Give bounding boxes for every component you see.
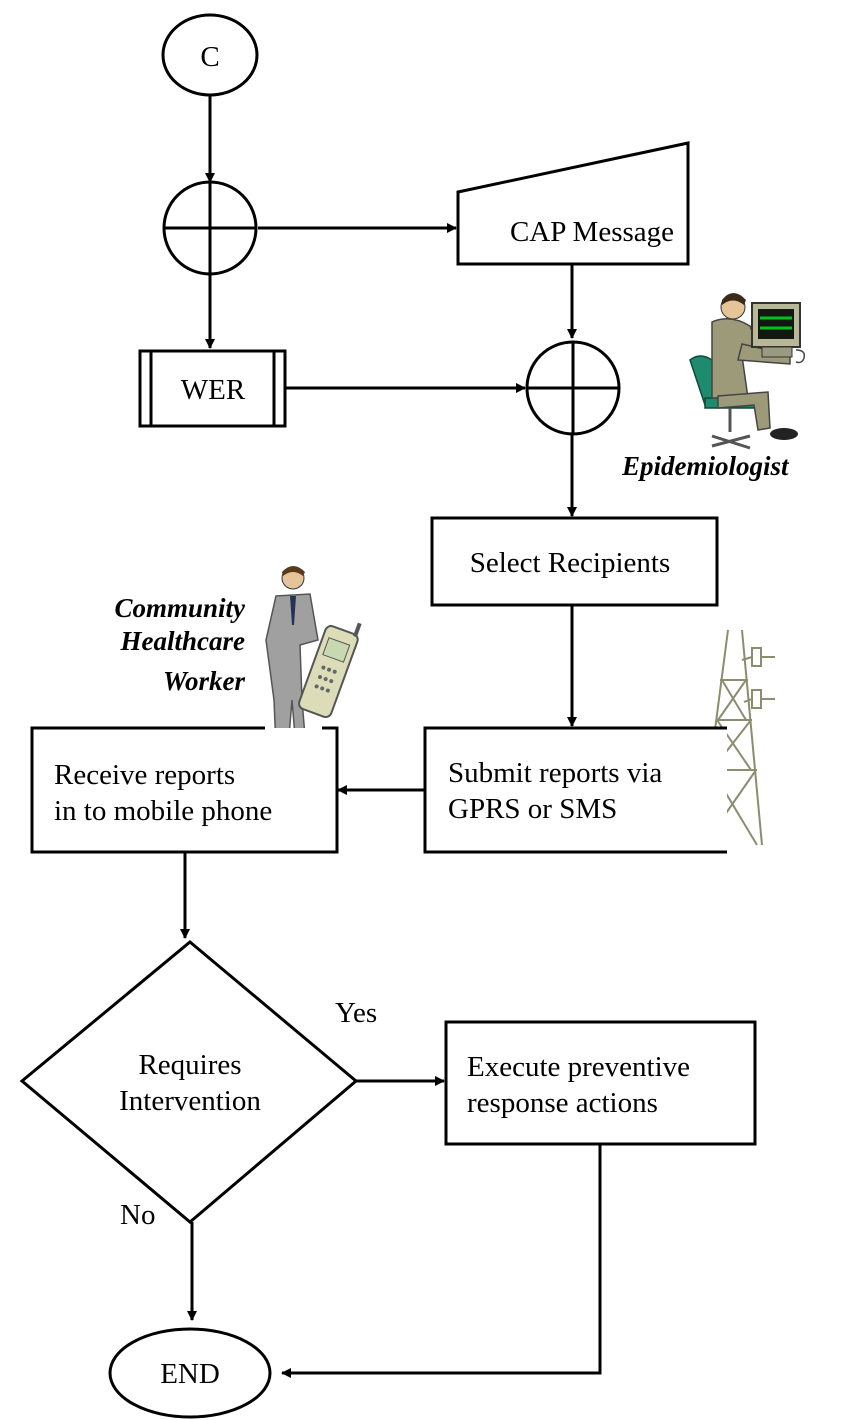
cap-message-label: CAP Message [510,216,674,248]
wer-node: WER [138,349,287,428]
receive-reports-label-line-2: in to mobile phone [54,795,272,827]
chw-label-line-1: Community [114,593,246,623]
chw-label-line-2: Healthcare [120,626,245,656]
connectors [180,95,602,1378]
execute-label-line-2: response actions [467,1087,658,1119]
summing-junction [162,180,258,276]
epidemiologist-label: Epidemiologist [621,451,790,481]
yes-edge-label: Yes [335,997,377,1029]
receive-reports-node: Receive reports in to mobile phone [30,726,339,854]
execute-label-line-1: Execute preventive [467,1051,690,1083]
cap-message-node: CAP Message [456,141,690,266]
decision-label-line-2: Intervention [119,1085,261,1117]
start-connector: C [161,13,259,97]
no-edge-label: No [120,1199,155,1231]
select-recipients-label: Select Recipients [470,547,671,579]
requires-intervention-decision: Requires Intervention [19,940,359,1224]
decision-label-line-1: Requires [138,1049,241,1081]
select-recipients-node: Select Recipients [430,516,719,607]
end-terminator: END [108,1327,272,1419]
submit-reports-label-line-2: GPRS or SMS [448,793,617,825]
summing-junction-2 [525,340,621,436]
end-label: END [160,1358,220,1390]
wer-label: WER [181,374,246,406]
execute-actions-node: Execute preventive response actions [444,1020,757,1146]
submit-reports-node: Submit reports via GPRS or SMS [423,726,727,854]
arrow-execute-to-end [281,1145,602,1378]
epidemiologist-at-computer-icon [689,293,806,450]
submit-reports-label-line-1: Submit reports via [448,757,662,789]
start-label: C [200,41,219,73]
health-worker-with-phone-icon [265,566,362,755]
chw-label-line-3: Worker [163,666,245,696]
receive-reports-label-line-1: Receive reports [54,759,235,791]
